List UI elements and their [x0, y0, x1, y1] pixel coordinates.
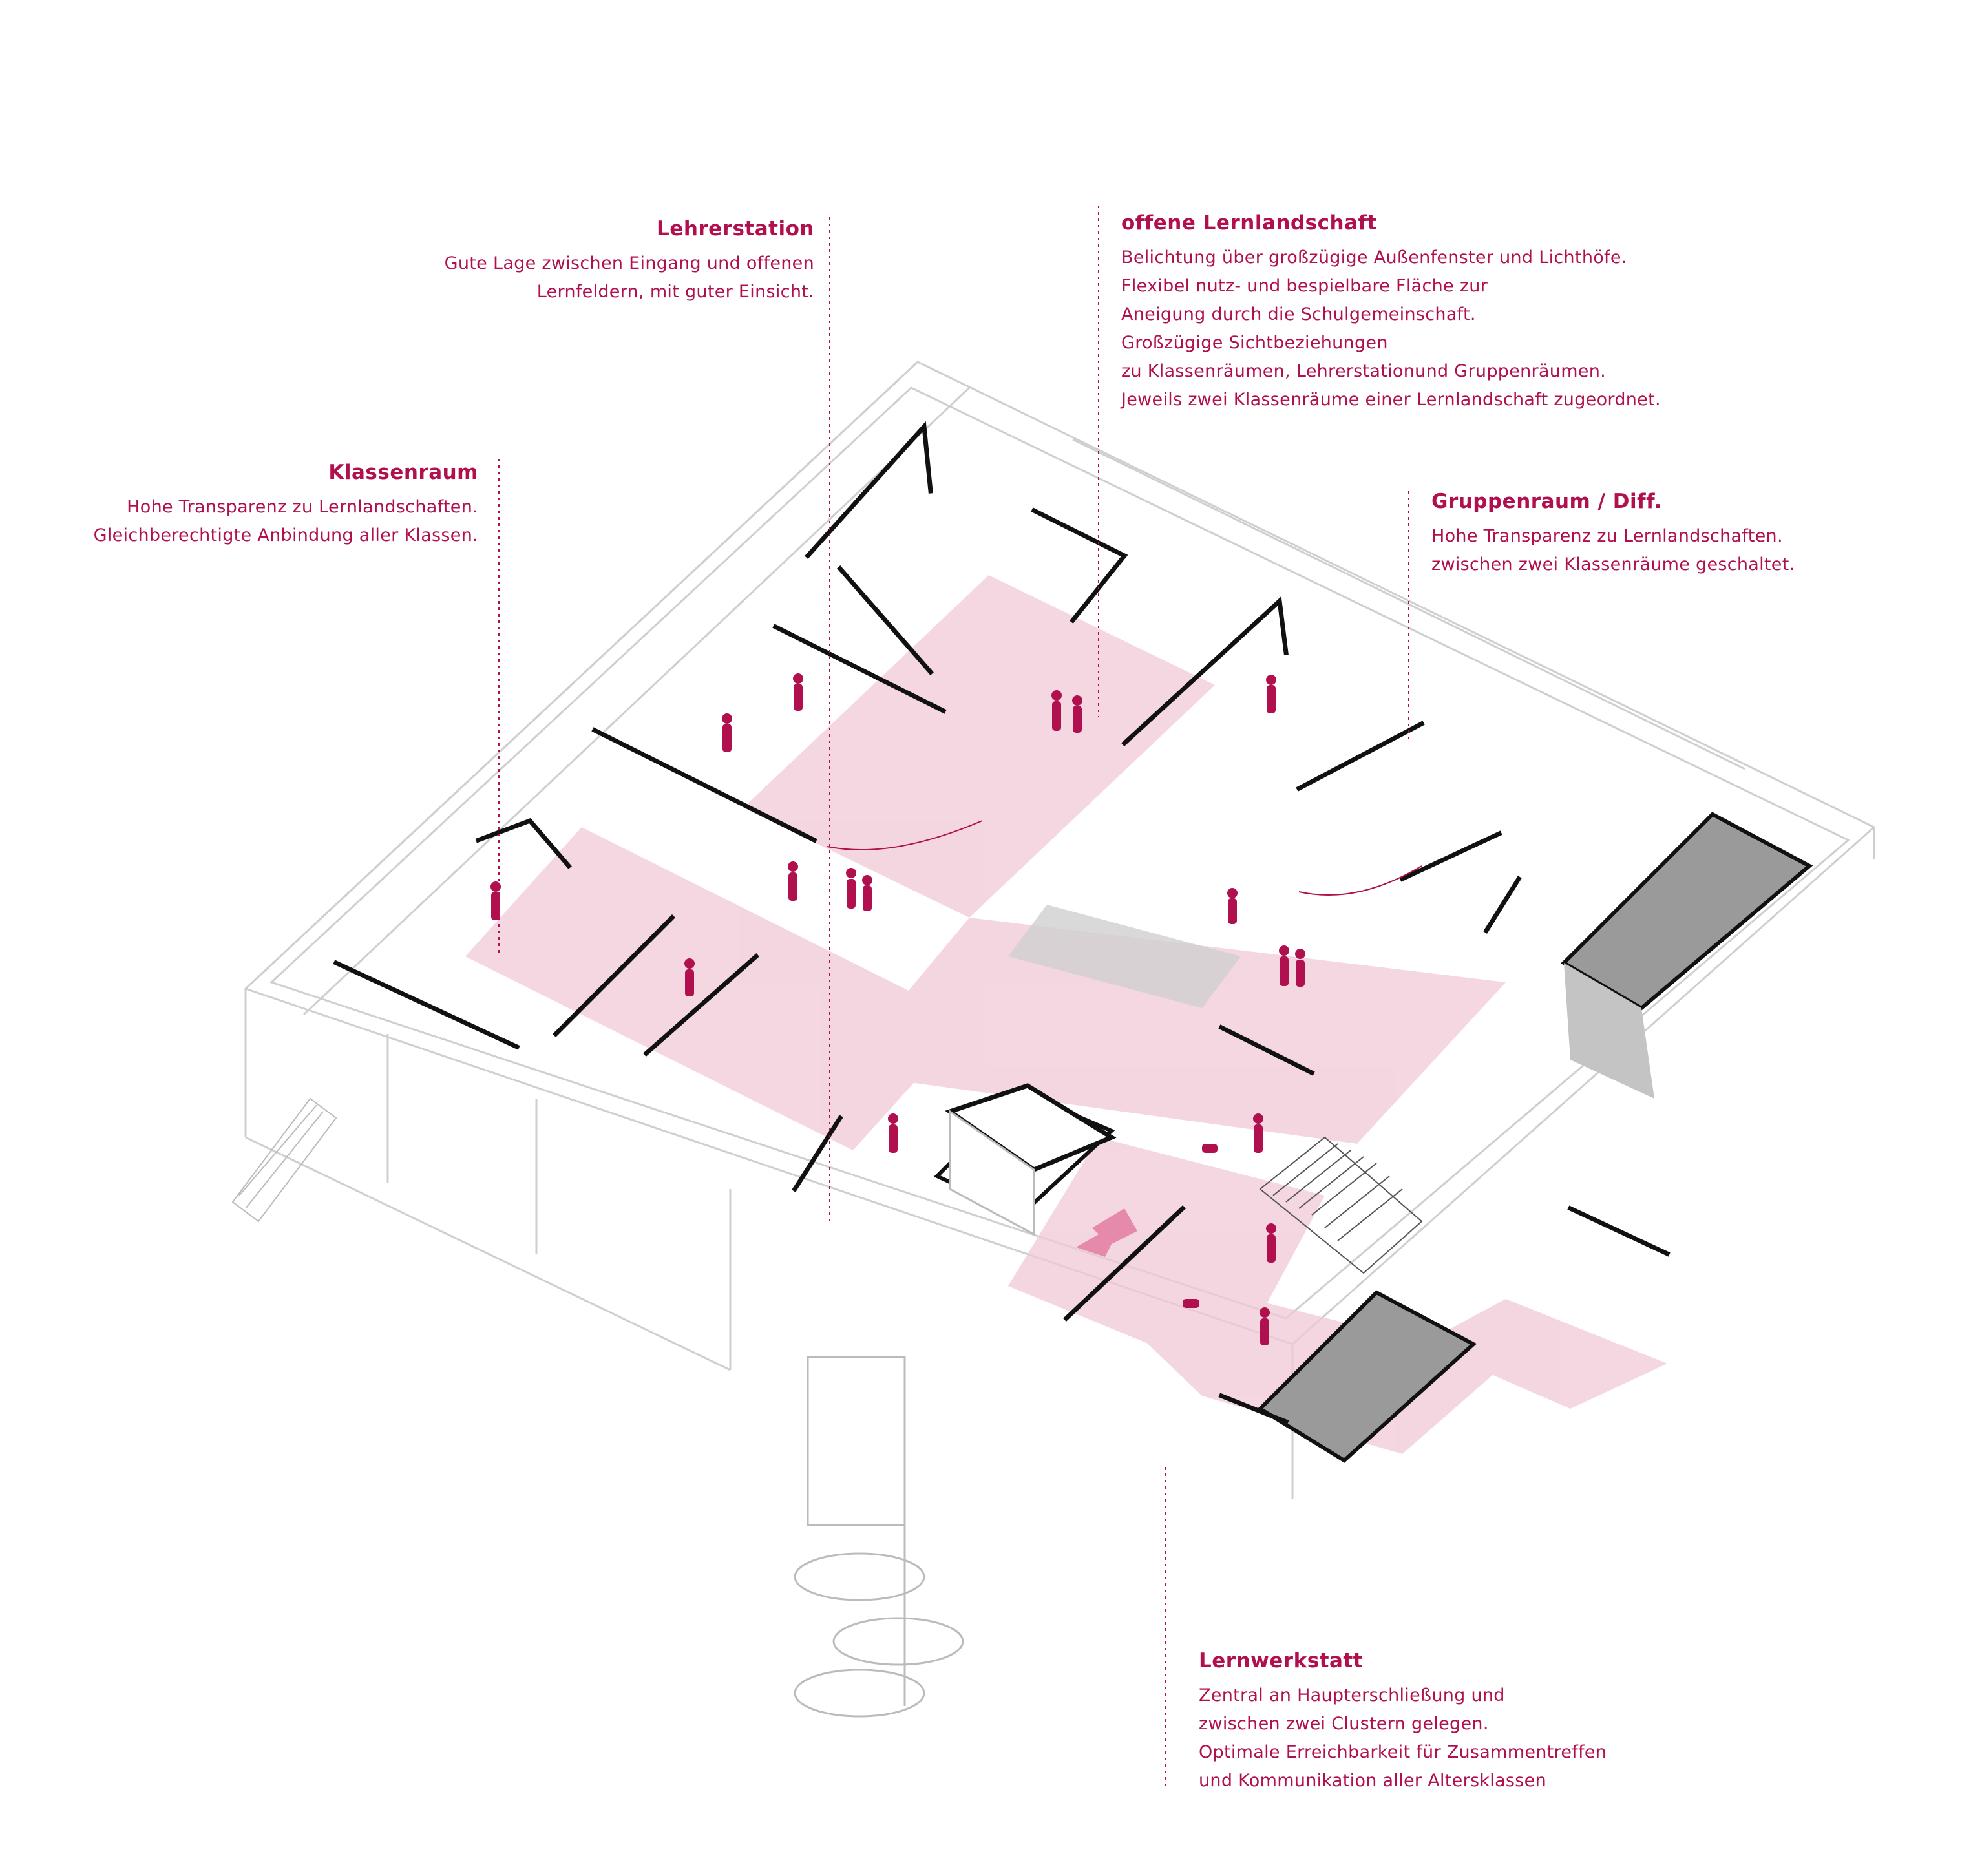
annotation-line: zwischen zwei Clustern gelegen. — [1199, 1714, 1489, 1734]
annotation-line: Optimale Erreichbarkeit für Zusammentref… — [1199, 1742, 1607, 1762]
annotation-line: Aneigung durch die Schulgemeinschaft. — [1121, 304, 1476, 324]
annotation-line: und Kommunikation aller Altersklassen — [1199, 1771, 1546, 1791]
stair-core — [945, 1083, 1117, 1236]
annotation-title: Klassenraum — [328, 461, 478, 484]
annotation-line: Belichtung über großzügige Außenfenster … — [1121, 248, 1627, 268]
annotation-line: Großzügige Sichtbeziehungen — [1121, 333, 1388, 353]
people-figures — [490, 673, 1305, 1345]
annotation-line: zu Klassenräumen, Lehrerstationund Grupp… — [1121, 361, 1607, 381]
annotation-line: Flexibel nutz- und bespielbare Fläche zu… — [1121, 276, 1488, 296]
bunting-decoration — [827, 820, 1422, 896]
annotation-lernwerkstatt: Lernwerkstatt Zentral an Haupterschließu… — [1199, 1649, 1780, 1795]
annotation-title: Gruppenraum / Diff. — [1431, 490, 1662, 513]
interior-walls — [333, 421, 1671, 1425]
annotation-title: Lehrerstation — [657, 217, 814, 240]
annotation-gruppenraum: Gruppenraum / Diff. Hohe Transparenz zu … — [1431, 490, 1948, 579]
courtyard-bottom — [1257, 1290, 1477, 1463]
annotation-line: Gute Lage zwischen Eingang und offenen — [444, 253, 814, 273]
annotation-title: Lernwerkstatt — [1199, 1649, 1364, 1672]
annotation-line: Hohe Transparenz zu Lernlandschaften. — [1431, 526, 1783, 546]
learning-landscape-floor — [465, 575, 1667, 1454]
leader-lines — [498, 206, 1409, 1790]
external-stair-left — [231, 1097, 337, 1223]
entrance-arrow-icon — [1076, 1208, 1137, 1257]
annotation-line: Zentral an Haupterschließung und — [1199, 1685, 1505, 1705]
annotation-line: zwischen zwei Klassenräume geschaltet. — [1431, 554, 1795, 574]
annotation-line: Hohe Transparenz zu Lernlandschaften. — [127, 497, 478, 517]
courtyard-right — [1561, 812, 1813, 1099]
spiral-stair-tower — [794, 1356, 964, 1718]
annotation-line: Lernfeldern, mit guter Einsicht. — [536, 282, 814, 302]
main-stair — [1259, 1136, 1423, 1274]
annotation-lernlandschaft: offene Lernlandschaft Belichtung über gr… — [1121, 211, 1832, 414]
annotation-line: Jeweils zwei Klassenräume einer Lernland… — [1121, 390, 1661, 410]
annotation-klassenraum: Klassenraum Hohe Transparenz zu Lernland… — [19, 461, 478, 550]
annotation-lehrerstation: Lehrerstation Gute Lage zwischen Eingang… — [336, 217, 814, 306]
annotation-title: offene Lernlandschaft — [1121, 211, 1377, 235]
annotation-line: Gleichberechtigte Anbindung aller Klasse… — [93, 525, 478, 545]
